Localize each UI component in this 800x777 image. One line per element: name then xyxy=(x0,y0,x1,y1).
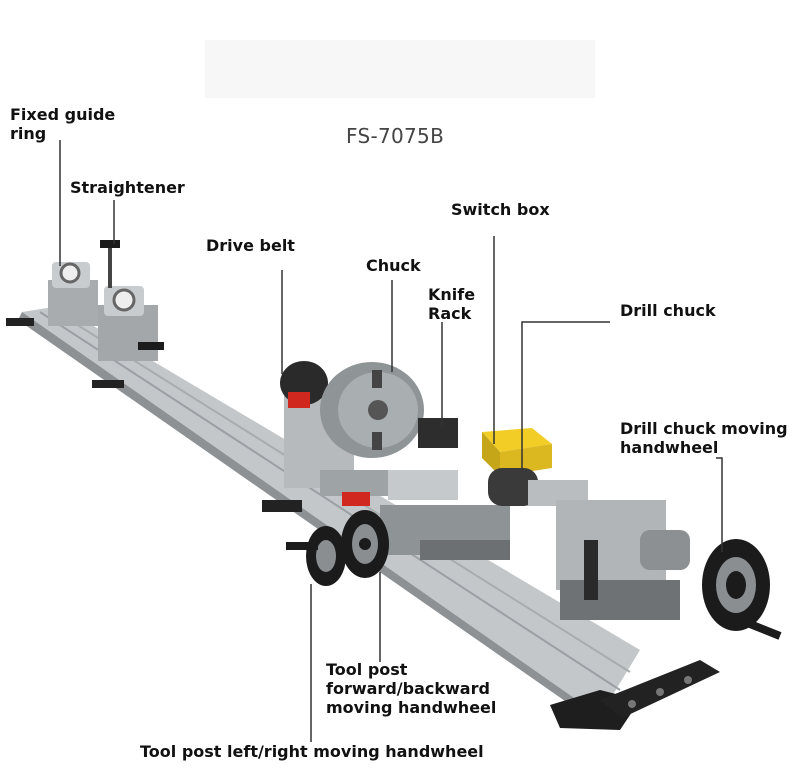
tailstock xyxy=(488,468,690,620)
chuck xyxy=(320,362,424,458)
label-line: moving handwheel xyxy=(326,698,497,717)
leader-lines xyxy=(59,140,723,742)
label-line: Knife xyxy=(428,285,476,304)
label-tool-post-lr: Tool post left/right moving handwheel xyxy=(140,742,484,761)
straightener xyxy=(98,240,164,361)
label-line: Drill chuck moving xyxy=(620,419,788,438)
label-straightener: Straightener xyxy=(70,178,185,197)
label-fixed-guide-ring: Fixed guide ring xyxy=(10,105,115,143)
title-band xyxy=(205,40,595,98)
guide-rail xyxy=(6,306,720,730)
label-line: handwheel xyxy=(620,438,719,457)
label-line: Rack xyxy=(428,304,472,323)
label-line: Tool post xyxy=(326,660,408,679)
label-drill-chuck-handwheel: Drill chuck moving handwheel xyxy=(620,419,788,457)
label-switch-box: Switch box xyxy=(451,200,550,219)
label-line: Fixed guide xyxy=(10,105,116,124)
label-drill-chuck: Drill chuck xyxy=(620,301,716,320)
label-tool-post-fb: Tool post forward/backward moving handwh… xyxy=(326,660,496,717)
tool-post-fb-handwheel xyxy=(341,510,389,578)
label-knife-rack: Knife Rack xyxy=(428,285,475,323)
fixed-guide-ring xyxy=(48,262,98,326)
drill-chuck-handwheel xyxy=(702,539,782,640)
label-line: forward/backward xyxy=(326,679,490,698)
label-line: ring xyxy=(10,124,47,143)
tool-post-lr-handwheel xyxy=(286,492,370,586)
model-name: FS-7075B xyxy=(346,124,445,148)
knife-rack xyxy=(380,418,510,560)
label-drive-belt: Drive belt xyxy=(206,236,295,255)
label-chuck: Chuck xyxy=(366,256,421,275)
